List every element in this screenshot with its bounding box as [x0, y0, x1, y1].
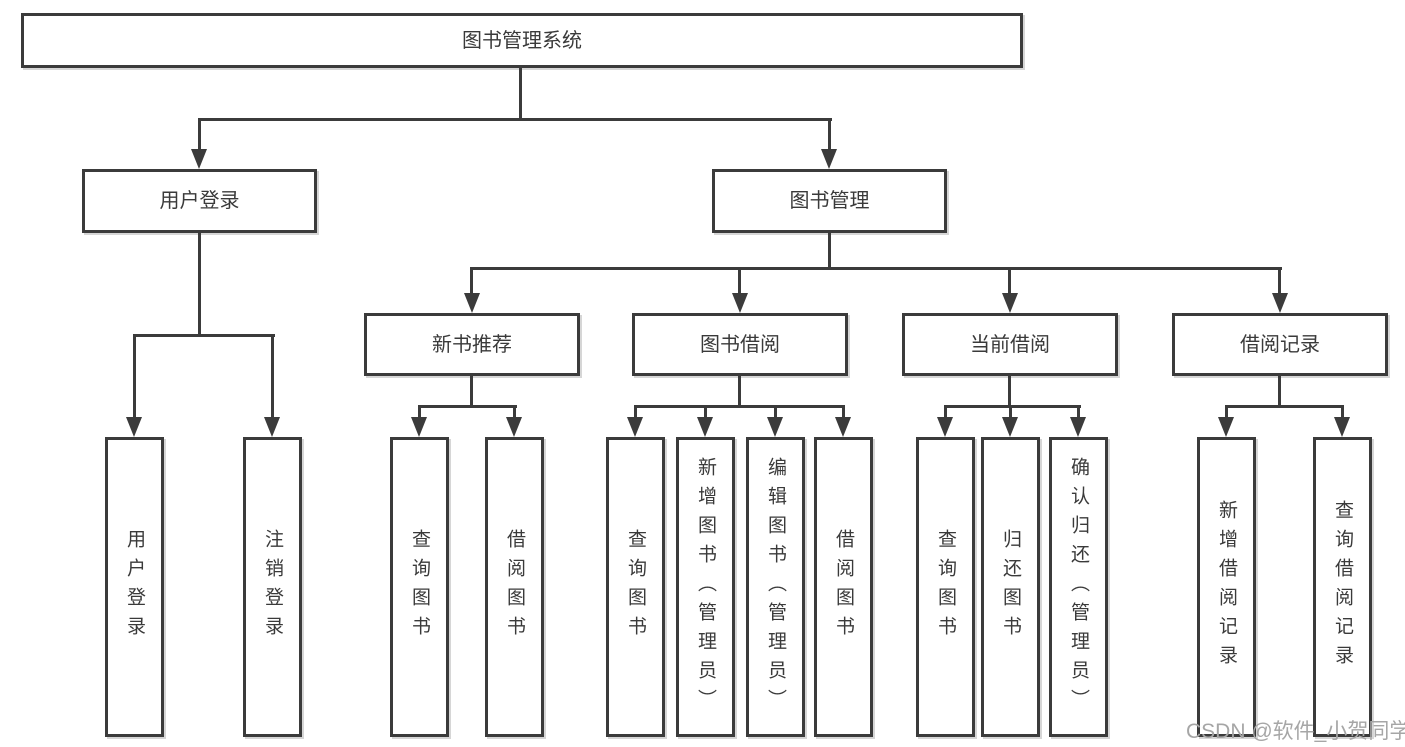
leaf-query-books-borrowing: 查询图书	[606, 437, 665, 737]
leaf-add-book-admin: 新增图书（管理员）	[676, 437, 735, 737]
connector-line	[828, 231, 831, 270]
connector-line	[738, 267, 741, 295]
arrowhead-down-icon	[697, 417, 713, 437]
connector-line	[470, 267, 473, 295]
arrowhead-down-icon	[1334, 417, 1350, 437]
connector-line	[418, 405, 517, 408]
connector-line	[774, 405, 777, 419]
connector-line	[944, 405, 947, 419]
connector-line	[828, 118, 831, 151]
leaf-logout: 注销登录	[243, 437, 302, 737]
node-book-management: 图书管理	[712, 169, 947, 233]
connector-line	[634, 405, 637, 419]
leaf-query-books-recommend: 查询图书	[390, 437, 449, 737]
connector-line	[1278, 374, 1281, 408]
node-library-management-system: 图书管理系统	[21, 13, 1023, 68]
connector-line	[1225, 405, 1344, 408]
node-book-borrowing: 图书借阅	[632, 313, 848, 376]
node-borrowing-records: 借阅记录	[1172, 313, 1388, 376]
connector-line	[1225, 405, 1228, 419]
node-user-login: 用户登录	[82, 169, 317, 233]
arrowhead-down-icon	[1002, 417, 1018, 437]
leaf-borrow-books-borrowing: 借阅图书	[814, 437, 873, 737]
connector-line	[470, 374, 473, 408]
arrowhead-down-icon	[464, 293, 480, 313]
connector-line	[704, 405, 707, 419]
arrowhead-down-icon	[767, 417, 783, 437]
connector-line	[198, 118, 832, 121]
connector-line	[634, 405, 845, 408]
arrowhead-down-icon	[191, 149, 207, 169]
connector-line	[944, 405, 1081, 408]
arrowhead-down-icon	[1218, 417, 1234, 437]
leaf-query-books-current: 查询图书	[916, 437, 975, 737]
connector-line	[1077, 405, 1080, 419]
connector-line	[271, 334, 274, 417]
connector-line	[418, 405, 421, 419]
arrowhead-down-icon	[627, 417, 643, 437]
watermark: CSDN @软件_小贺同学	[1186, 720, 1405, 743]
leaf-confirm-return-admin: 确认归还（管理员）	[1049, 437, 1108, 737]
arrowhead-down-icon	[732, 293, 748, 313]
connector-line	[842, 405, 845, 419]
connector-line	[198, 118, 201, 151]
leaf-user-login: 用户登录	[105, 437, 164, 737]
leaf-borrow-books-recommend: 借阅图书	[485, 437, 544, 737]
connector-line	[133, 334, 275, 337]
connector-line	[1341, 405, 1344, 419]
arrowhead-down-icon	[126, 417, 142, 437]
leaf-edit-book-admin: 编辑图书（管理员）	[746, 437, 805, 737]
arrowhead-down-icon	[821, 149, 837, 169]
connector-line	[470, 267, 1282, 270]
arrowhead-down-icon	[1002, 293, 1018, 313]
connector-line	[738, 374, 741, 408]
leaf-return-book: 归还图书	[981, 437, 1040, 737]
arrowhead-down-icon	[835, 417, 851, 437]
arrowhead-down-icon	[1070, 417, 1086, 437]
connector-line	[519, 66, 522, 120]
connector-line	[1008, 374, 1011, 408]
connector-line	[1009, 405, 1012, 419]
arrowhead-down-icon	[411, 417, 427, 437]
arrowhead-down-icon	[1272, 293, 1288, 313]
arrowhead-down-icon	[937, 417, 953, 437]
connector-line	[513, 405, 516, 419]
arrowhead-down-icon	[264, 417, 280, 437]
node-new-book-recommend: 新书推荐	[364, 313, 580, 376]
leaf-query-borrow-record: 查询借阅记录	[1313, 437, 1372, 737]
connector-line	[1008, 267, 1011, 295]
node-current-borrowing: 当前借阅	[902, 313, 1118, 376]
connector-line	[133, 334, 136, 417]
connector-line	[198, 231, 201, 336]
arrowhead-down-icon	[506, 417, 522, 437]
leaf-add-borrow-record: 新增借阅记录	[1197, 437, 1256, 737]
connector-line	[1278, 267, 1281, 295]
